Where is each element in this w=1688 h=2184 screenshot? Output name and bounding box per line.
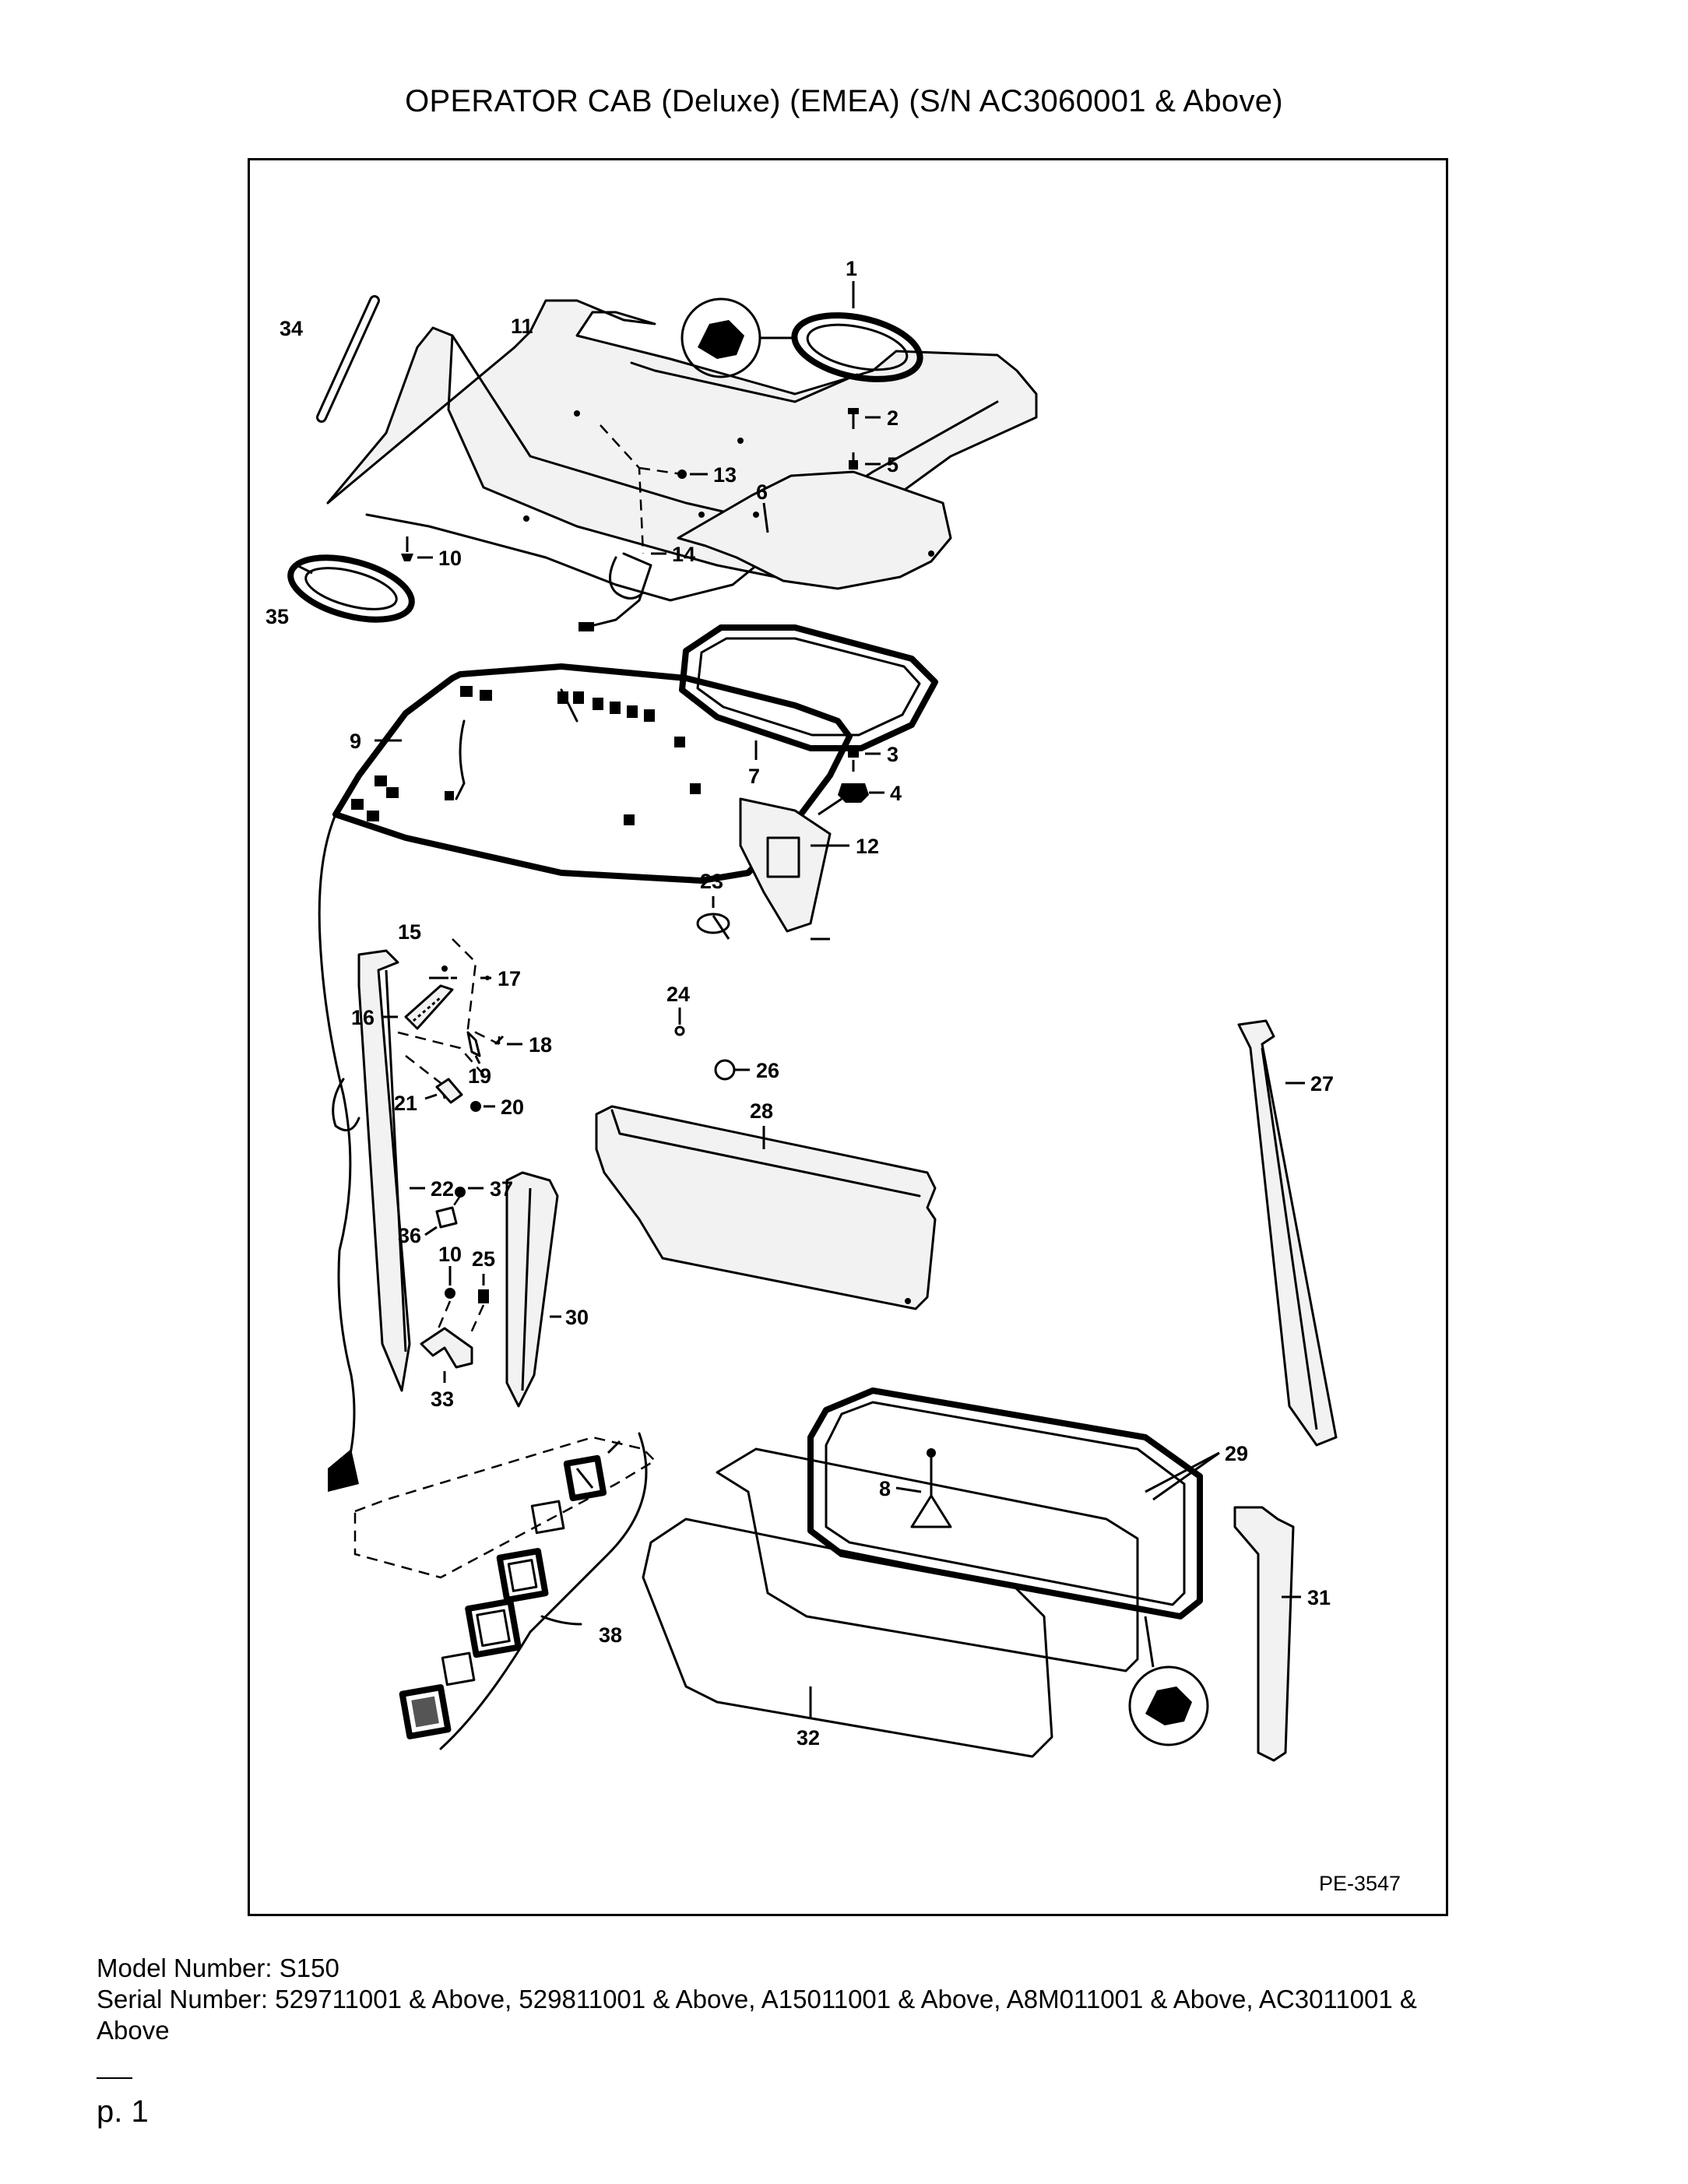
- footer-divider: [97, 2077, 132, 2079]
- part-36-37-fasteners: [424, 1187, 484, 1236]
- callout-18: 18: [529, 1033, 552, 1057]
- part-32-glass: [642, 1447, 1139, 1758]
- callout-8: 8: [879, 1477, 891, 1500]
- callout-36: 36: [398, 1224, 421, 1247]
- callout-10-lower: 10: [438, 1243, 462, 1266]
- callout-13: 13: [713, 463, 737, 487]
- part-9-wiring-harness: [318, 663, 853, 1492]
- part-2-5-fasteners: [848, 408, 881, 470]
- part-30-pillar: [505, 1171, 561, 1408]
- callout-3: 3: [887, 743, 899, 766]
- figure-reference: PE-3547: [1319, 1872, 1401, 1895]
- parts-15-21-assembly: [382, 938, 522, 1112]
- callout-34: 34: [280, 317, 303, 340]
- callout-labels: 1 2 3 4 5 6 7 8 9 10 10 11 12 13 14 15 1…: [266, 257, 1334, 1750]
- part-26-grommet: [714, 1059, 750, 1081]
- callout-7: 7: [748, 765, 760, 788]
- callout-25: 25: [472, 1247, 495, 1271]
- part-6-panel: [677, 470, 952, 590]
- callout-4: 4: [890, 782, 902, 805]
- part-10-fastener-upper: [401, 536, 433, 561]
- callout-10-upper: 10: [438, 547, 462, 570]
- diagram-frame: 1 2 3 4 5 6 7 8 9 10 10 11 12 13 14 15 1…: [248, 158, 1448, 1916]
- callout-17: 17: [498, 967, 521, 990]
- part-29-window-seal: [807, 1387, 1220, 1746]
- callout-38: 38: [599, 1623, 622, 1647]
- part-35-seal: [287, 554, 415, 623]
- callout-27: 27: [1310, 1072, 1334, 1096]
- part-25-fastener: [468, 1274, 489, 1337]
- part-13-clip: [638, 466, 708, 479]
- part-24-pin: [674, 1008, 685, 1036]
- callout-22: 22: [431, 1177, 454, 1201]
- callout-31: 31: [1307, 1586, 1331, 1609]
- callout-33: 33: [431, 1387, 454, 1411]
- part-31-pillar: [1233, 1506, 1301, 1762]
- callout-1: 1: [846, 257, 857, 280]
- callout-26: 26: [756, 1059, 779, 1082]
- part-12-control-panel: [739, 797, 849, 941]
- page-number: p. 1: [97, 2094, 149, 2129]
- part-34-rod: [316, 295, 380, 423]
- callout-30: 30: [565, 1306, 589, 1329]
- part-10-fastener-lower: [435, 1266, 455, 1333]
- part-38-switch-set: [353, 1432, 657, 1750]
- callout-28: 28: [750, 1099, 773, 1123]
- part-33-bracket: [420, 1327, 473, 1383]
- callout-35: 35: [266, 605, 289, 628]
- callout-11: 11: [511, 315, 533, 338]
- part-7-gasket-frame: [679, 624, 938, 760]
- callout-29: 29: [1225, 1442, 1248, 1465]
- callout-32: 32: [797, 1726, 820, 1750]
- callout-20: 20: [501, 1096, 524, 1119]
- part-14-harness: [578, 424, 666, 631]
- callout-9: 9: [350, 730, 361, 753]
- part-3-4-fasteners: [838, 750, 884, 803]
- part-22-left-pillar: [357, 949, 425, 1392]
- serial-number-line1: Serial Number: 529711001 & Above, 529811…: [97, 1985, 1417, 2013]
- callout-16: 16: [351, 1006, 375, 1029]
- callout-37: 37: [490, 1177, 513, 1201]
- part-23-cable-tie: [696, 896, 730, 940]
- callout-2: 2: [887, 406, 899, 430]
- page-title: OPERATOR CAB (Deluxe) (EMEA) (S/N AC3060…: [405, 84, 1283, 118]
- exploded-parts-diagram: 1 2 3 4 5 6 7 8 9 10 10 11 12 13 14 15 1…: [266, 257, 1401, 1895]
- callout-15: 15: [398, 920, 421, 944]
- serial-number-line2: Above: [97, 2016, 170, 2045]
- callout-12: 12: [856, 835, 879, 858]
- callout-23: 23: [700, 870, 723, 893]
- callout-21: 21: [394, 1092, 417, 1115]
- callout-19: 19: [468, 1064, 491, 1088]
- callout-24: 24: [666, 983, 690, 1006]
- part-8-window-latch: [895, 1448, 952, 1528]
- callout-6: 6: [756, 480, 768, 504]
- part-27-right-pillar: [1237, 1019, 1338, 1447]
- callout-5: 5: [887, 453, 899, 477]
- callout-14: 14: [672, 543, 695, 566]
- model-number: Model Number: S150: [97, 1954, 339, 1982]
- part-1-seal: [680, 281, 923, 382]
- part-28-rear-panel: [595, 1105, 937, 1310]
